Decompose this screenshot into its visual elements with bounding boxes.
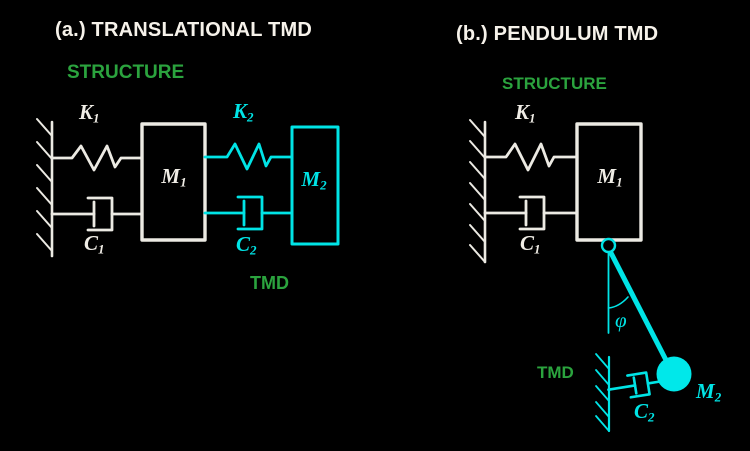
- label-k1-b-sub: 1: [529, 110, 536, 126]
- mass-m1-box-b: [575, 122, 643, 242]
- label-k2-a: K2: [233, 99, 254, 125]
- label-c2-a: C2: [236, 232, 257, 258]
- label-c2-b-base: C: [634, 399, 649, 423]
- panel-a-structure-drawing: [36, 118, 207, 258]
- damper-c2-b: [607, 371, 664, 399]
- damper-c1-b: [483, 195, 579, 231]
- label-m1-b: M1: [597, 164, 623, 190]
- label-k1-a-sub: 1: [93, 110, 100, 126]
- label-k1-b: K1: [515, 100, 536, 126]
- spring-k1-b: [483, 142, 579, 172]
- label-m2-b-sub: 2: [714, 389, 722, 405]
- label-m1-b-base: M: [597, 164, 617, 188]
- spring-k2-a: [203, 142, 294, 171]
- label-k2-a-base: K: [233, 99, 248, 123]
- panel-a-tmd-drawing: [203, 125, 340, 246]
- label-m2-a-sub: 2: [320, 177, 327, 193]
- label-c2-a-base: C: [236, 232, 251, 256]
- label-c1-a: C1: [84, 231, 105, 257]
- pendulum-pivot: [600, 237, 617, 254]
- panel-a-title: (a.) TRANSLATIONAL TMD: [55, 19, 312, 41]
- label-phi-b: φ: [615, 308, 627, 332]
- label-m1-a-sub: 1: [180, 174, 187, 190]
- panel-b-tmd-drawing: [595, 237, 692, 433]
- label-k1-a: K1: [79, 100, 100, 126]
- label-c1-b-sub: 1: [534, 241, 541, 257]
- label-c1-a-base: C: [84, 231, 99, 255]
- mass-m2-box-a: [290, 125, 340, 246]
- mass-m1-box-a: [140, 122, 207, 242]
- panel-a-tmd-label: TMD: [250, 273, 289, 293]
- label-m2-a: M2: [301, 167, 327, 193]
- tmd-wall-hatching-b: [595, 353, 610, 432]
- panel-b-title: (b.) PENDULUM TMD: [456, 23, 659, 45]
- mass-m2-ball-b: [656, 356, 692, 392]
- pendulum-rod: [607, 248, 670, 365]
- label-c2-a-sub: 2: [250, 242, 257, 258]
- label-m2-b: M2: [696, 379, 722, 405]
- panel-a-structure-label: STRUCTURE: [67, 62, 185, 83]
- label-m2-b-base: M: [696, 379, 715, 403]
- label-k1-b-base: K: [515, 100, 530, 124]
- label-m1-a: M1: [161, 164, 187, 190]
- label-m1-b-sub: 1: [616, 174, 623, 190]
- angle-phi-arc: [607, 296, 629, 309]
- spring-k1-a: [50, 144, 144, 172]
- label-c1-a-sub: 1: [98, 241, 105, 257]
- damper-c2-a: [203, 195, 294, 231]
- label-c2-b: C2: [634, 399, 655, 425]
- wall-hatching-a: [36, 118, 53, 252]
- wall-hatching-b: [469, 119, 486, 263]
- label-c1-b: C1: [520, 231, 541, 257]
- label-c1-b-base: C: [520, 231, 535, 255]
- damper-c1-a: [50, 196, 144, 232]
- label-m2-a-base: M: [301, 167, 321, 191]
- label-m1-a-base: M: [161, 164, 181, 188]
- panel-b-structure-label: STRUCTURE: [502, 74, 607, 93]
- panel-b-tmd-label: TMD: [537, 363, 574, 382]
- label-c2-b-sub: 2: [648, 409, 655, 425]
- label-k1-a-base: K: [79, 100, 94, 124]
- panel-b-structure-drawing: [469, 119, 643, 264]
- label-k2-a-sub: 2: [247, 109, 254, 125]
